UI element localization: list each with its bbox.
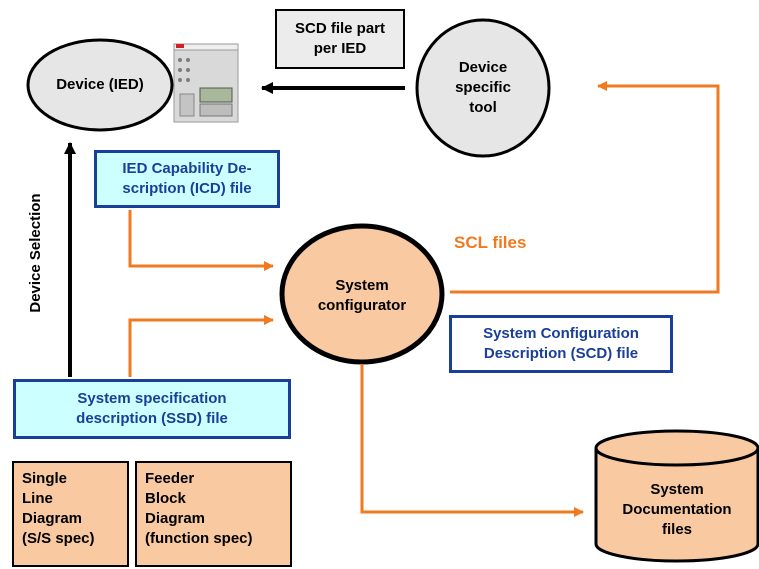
scd-file-box: System Configuration Description (SCD) f… <box>449 315 673 373</box>
scl-files-label: SCL files <box>454 233 527 252</box>
device-tool-line2: specific <box>455 79 511 96</box>
ssd-file-box: System specification description (SSD) f… <box>13 379 291 439</box>
sld-line2: Line <box>22 490 53 507</box>
configurator-line2: configurator <box>317 297 407 314</box>
scd-file-part-line2: per IED <box>313 40 367 57</box>
arrow-configurator-to-docs <box>360 364 584 517</box>
feeder-block-diagram-box: Feeder Block Diagram (function spec) <box>135 461 292 567</box>
device-tool-ellipse <box>415 18 551 158</box>
ssd-line2: description (SSD) file <box>76 410 228 427</box>
sld-line1: Single <box>22 470 68 487</box>
documentation-cylinder <box>594 429 759 563</box>
sld-line3: Diagram <box>22 510 83 527</box>
configurator-line1: System <box>335 277 389 294</box>
docs-line3: files <box>661 521 692 538</box>
device-tool-line1: Device <box>458 59 508 76</box>
ied-relay-device-icon <box>173 43 239 123</box>
single-line-diagram-box: Single Line Diagram (S/S spec) <box>12 461 129 567</box>
arrow-ssd-to-configurator <box>128 315 274 377</box>
scd-file-part-box: SCD file part per IED <box>275 9 405 69</box>
device-ied-ellipse <box>26 38 174 132</box>
scd-file-part-line1: SCD file part <box>294 20 385 37</box>
icd-line2: scription (ICD) file <box>122 180 252 197</box>
fbd-line2: Block <box>145 490 186 507</box>
icd-line1: IED Capability De- <box>122 160 252 177</box>
configurator-ellipse <box>279 223 445 365</box>
device-tool-line3: tool <box>469 99 497 116</box>
documentation-label: System Documentation files <box>600 480 754 540</box>
arrow-icd-to-configurator <box>128 210 274 271</box>
icd-file-box: IED Capability De- scription (ICD) file <box>94 150 280 208</box>
docs-line1: System <box>650 481 704 498</box>
ssd-line1: System specification <box>77 390 227 407</box>
scd-line1: System Configuration <box>483 325 639 342</box>
device-selection-label: Device Selection <box>27 193 44 313</box>
scd-line2: Description (SCD) file <box>483 345 639 362</box>
docs-line2: Documentation <box>622 501 732 518</box>
configurator-label: System configurator <box>297 276 427 316</box>
fbd-line4: (function spec) <box>145 530 253 547</box>
arrow-configurator-to-tool <box>450 81 720 294</box>
fbd-line3: Diagram <box>145 510 206 527</box>
sld-line4: (S/S spec) <box>22 530 95 547</box>
device-tool-label: Device specific tool <box>430 58 536 118</box>
fbd-line1: Feeder <box>145 470 195 487</box>
device-ied-label: Device (IED) <box>56 76 144 93</box>
